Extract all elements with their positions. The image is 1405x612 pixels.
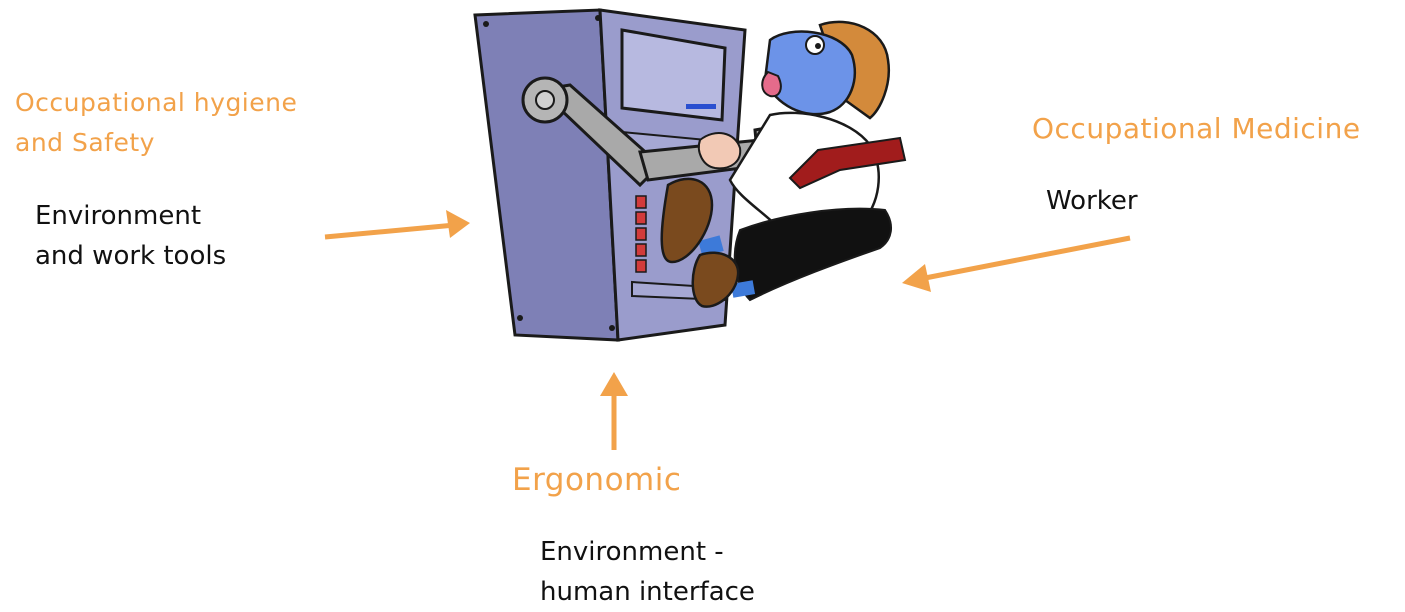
arrow-ergonomic: [600, 372, 628, 450]
hygiene-title-line-1: Occupational hygiene: [15, 88, 298, 117]
arrow-medicine: [902, 235, 1131, 292]
hygiene-title: Occupational hygiene and Safety: [15, 83, 297, 163]
ergonomic-subtitle-line-2: human interface: [540, 577, 755, 607]
worker-icon: [660, 20, 907, 308]
hygiene-subtitle: Environment and work tools: [35, 196, 226, 276]
ergonomic-title: Ergonomic: [512, 462, 682, 498]
medicine-title: Occupational Medicine: [1032, 112, 1361, 145]
ergonomic-subtitle-line-1: Environment -: [540, 537, 724, 567]
hygiene-subtitle-line-2: and work tools: [35, 241, 227, 271]
machine-buttons: [635, 195, 647, 273]
hygiene-subtitle-line-1: Environment: [35, 201, 202, 231]
hygiene-title-line-2: and Safety: [15, 128, 155, 157]
arrow-hygiene: [324, 210, 470, 240]
medicine-subtitle: Worker: [1046, 186, 1138, 216]
ergonomic-subtitle: Environment - human interface: [540, 532, 755, 612]
